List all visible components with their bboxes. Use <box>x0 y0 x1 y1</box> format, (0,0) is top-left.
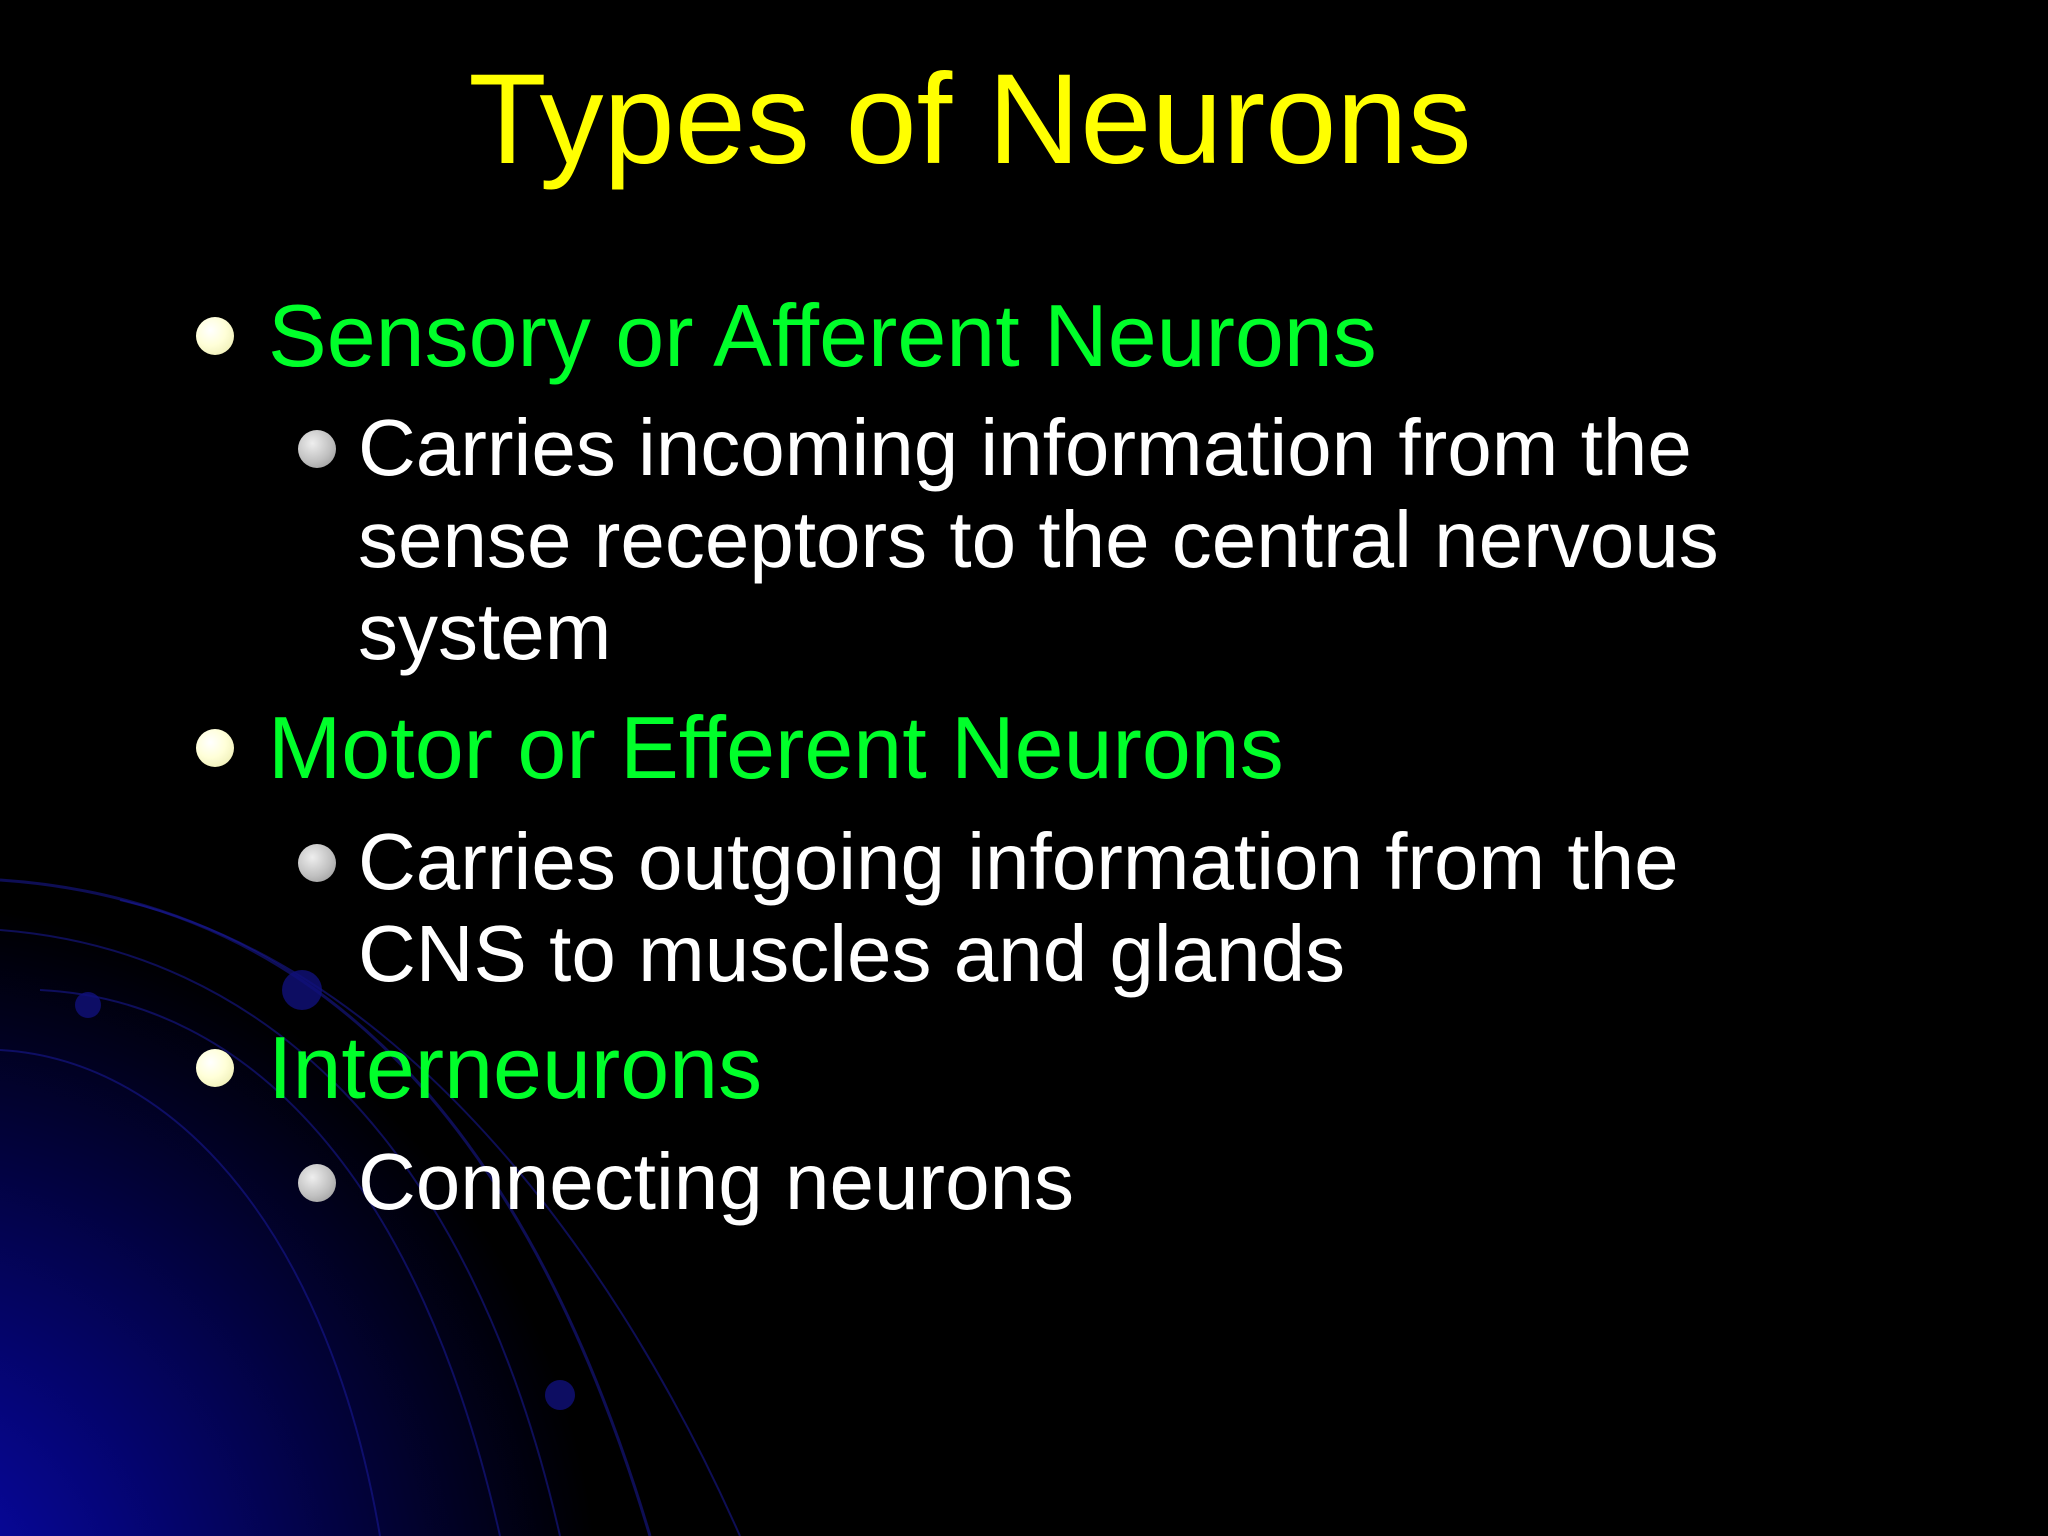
bullet-heading: Interneurons <box>268 1018 763 1117</box>
sub-bullet-text: system <box>358 587 612 676</box>
bullet-dot-icon <box>196 1049 234 1087</box>
sub-bullet-text: CNS to muscles and glands <box>358 909 1346 998</box>
sub-bullet-text: Carries incoming information from the <box>358 403 1692 492</box>
sub-bullet-text: Carries outgoing information from the <box>358 817 1679 906</box>
sub-bullet-text: Connecting neurons <box>358 1137 1075 1226</box>
sub-bullet-text: sense receptors to the central nervous <box>358 495 1719 584</box>
sub-bullet-dot-icon <box>298 430 336 468</box>
sub-bullet-dot-icon <box>298 844 336 882</box>
bullet-dot-icon <box>196 317 234 355</box>
bullet-heading: Sensory or Afferent Neurons <box>268 286 1377 385</box>
bullet-heading: Motor or Efferent Neurons <box>268 698 1284 797</box>
sub-bullet-dot-icon <box>298 1164 336 1202</box>
bullet-dot-icon <box>196 729 234 767</box>
slide-title: Types of Neurons <box>468 48 1472 191</box>
